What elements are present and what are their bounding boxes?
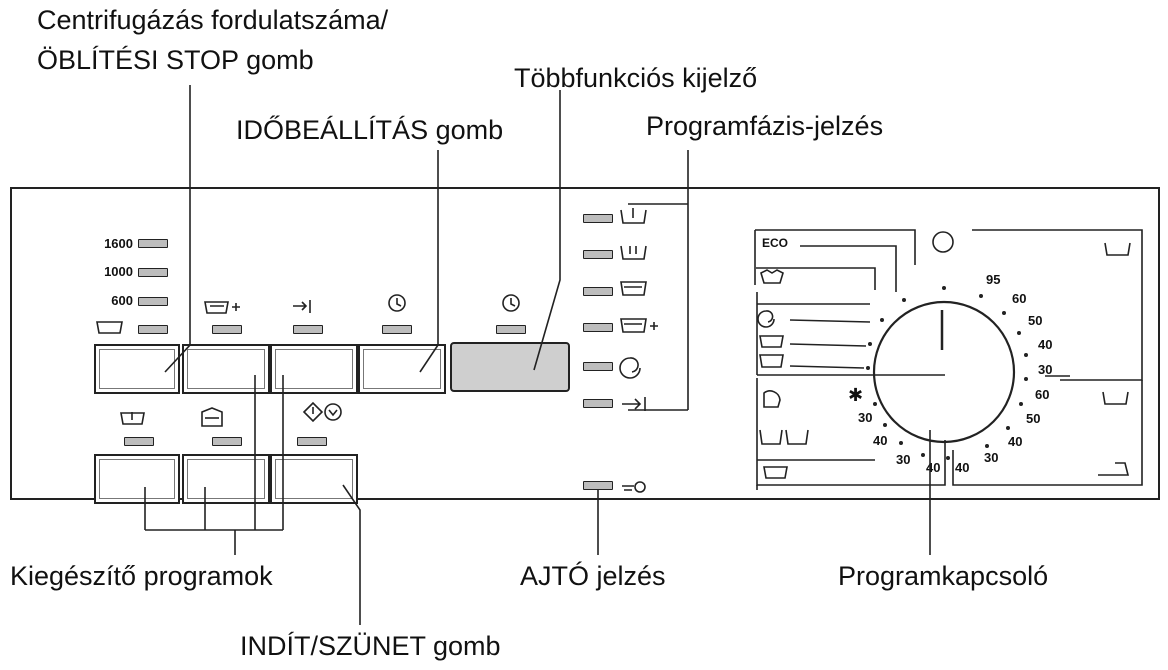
callout-spin-line1: Centrifugázás fordulatszáma/ [37,5,389,35]
pointer-spin [789,319,871,323]
spin-only-icon [120,412,145,425]
cotton-temp-40: 40 [1038,337,1053,352]
cold-symbol: ✱ [848,385,864,405]
selector-frame-bottom-left [756,459,875,490]
phase-icon-end [622,397,646,411]
leader-time [419,150,439,373]
delay-icon [293,300,311,313]
spin-speed-600: 600 [111,293,133,308]
time-button[interactable] [358,344,446,394]
synthetic-basin-icon [1102,391,1129,405]
selector-frame-top-left [754,229,916,285]
phase-icon-spin [619,357,641,379]
timer-led [382,325,412,334]
door-key-icon [622,481,646,493]
callout-phase-indicator: Programfázis-jelzés [646,111,884,141]
display-timer-icon [502,294,520,312]
prewash-button[interactable] [182,344,270,394]
cotton-temp-50: 50 [1028,313,1043,328]
extra-program-button-1[interactable] [94,454,180,504]
handwash-temp-30: 30 [896,452,911,467]
eco-label: ECO [762,236,789,250]
synthetic-temp-30: 30 [984,450,999,465]
callout-spin-line2: ÖBLÍTÉSI STOP gomb [37,45,314,75]
shirt-icon [760,269,784,284]
selector-frame-eco [800,245,897,292]
delay-led [293,325,323,334]
program-dial [872,300,1016,444]
selector-frame-bottom-right [952,380,1143,486]
delicate-icon [785,429,809,445]
leader-start [342,484,361,625]
drain-program-icon [759,354,784,368]
spin-speed-1600: 1600 [104,236,133,251]
callout-start-pause-button: INDÍT/SZÜNET gomb [240,631,501,661]
spin-only-led [124,437,154,446]
cotton-temp-60: 60 [1012,291,1027,306]
wool-temp-40-a: 40 [873,433,888,448]
delay-button[interactable] [270,344,358,394]
cotton-temp-95: 95 [986,272,1001,287]
spin-led-1600 [138,239,168,248]
iron-icon [1098,462,1130,476]
timer-icon [388,294,406,312]
start-pause-button[interactable] [270,454,358,504]
rinse-hold-icon [96,321,123,334]
phase-led-spin [583,362,613,371]
handwash-icon [759,429,783,445]
display-led [496,325,526,334]
phase-led-prewash [583,214,613,223]
stain-icon [201,407,223,427]
control-panel [10,187,1160,500]
phase-led-end [583,399,613,408]
callout-door-indicator: AJTÓ jelzés [520,561,666,591]
phase-icon-wash [620,245,647,260]
pointer-rinse [789,343,867,347]
prewash-led [212,325,242,334]
dial-markers [866,286,1028,460]
synthetic-temp-50: 50 [1026,411,1041,426]
spin-button[interactable] [94,344,180,394]
stain-led [212,437,242,446]
cotton-basin-icon [1104,242,1131,256]
power-indicator-ring [932,231,954,253]
selector-frame-sections [757,303,945,376]
prewash-icon [204,301,240,314]
selector-frame-top-right [972,229,1143,381]
synthetic-temp-60: 60 [1035,387,1050,402]
phase-icon-rinse [620,281,647,296]
leader-display [533,90,561,371]
leader-spin [164,85,191,373]
spin-led-600 [138,297,168,306]
selector-frame-lower-left [756,378,946,486]
selector-frame-shirt [756,267,876,290]
callout-extra-programs: Kiegészítő programok [10,561,273,591]
basin-icon [763,466,788,479]
multifunction-display [450,342,570,392]
synthetic-temp-40: 40 [1008,434,1023,449]
callout-time-button: IDŐBEÁLLÍTÁS gomb [236,115,504,145]
spin-program-icon [757,310,775,328]
cotton-temp-30: 30 [1038,362,1053,377]
spin-led-rinse-hold [138,325,168,334]
wool-temp-30-a: 30 [858,410,873,425]
callout-multifunction-display: Többfunkciós kijelző [514,63,758,93]
wool-icon [763,390,781,408]
phase-led-rinse [583,287,613,296]
phase-icon-prewash [620,208,647,224]
rinse-program-icon [759,335,784,348]
phase-led-extra-rinse [583,323,613,332]
spin-speed-1000: 1000 [104,264,133,279]
phase-icon-extra-rinse [620,318,658,333]
spin-led-1000 [138,268,168,277]
start-pause-icon [302,401,342,423]
delicate-temp-40: 40 [955,460,970,475]
phase-led-wash [583,250,613,259]
pointer-drain [789,365,865,369]
start-led [297,437,327,446]
callout-program-selector: Programkapcsoló [838,561,1049,591]
